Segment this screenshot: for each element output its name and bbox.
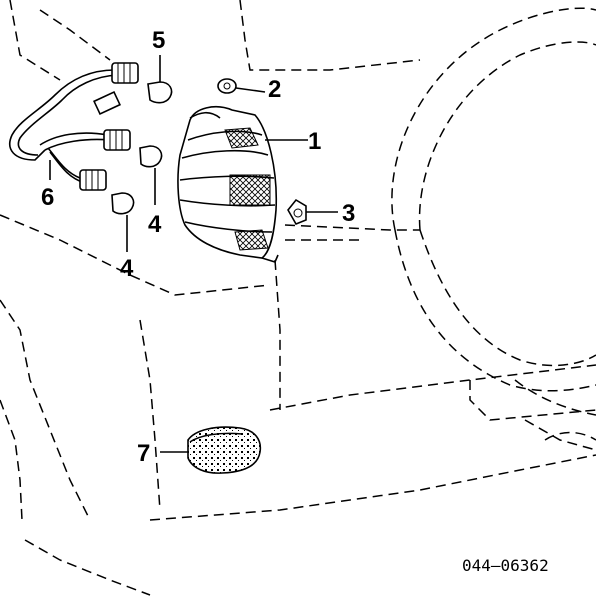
callout-2: 2 xyxy=(268,76,281,103)
bulb-part-4-lower xyxy=(111,192,135,252)
bulb-socket-lower xyxy=(79,169,107,191)
callout-4-upper: 4 xyxy=(148,211,162,238)
bulb-part-4-upper xyxy=(139,145,163,205)
callout-6: 6 xyxy=(41,184,54,211)
callout-3: 3 xyxy=(342,200,355,227)
wire-harness xyxy=(9,62,139,191)
callout-5: 5 xyxy=(152,27,165,54)
bulb-socket-top xyxy=(111,62,139,84)
bulb-part-5 xyxy=(147,55,173,104)
callout-7: 7 xyxy=(137,440,150,467)
bulb-socket-middle xyxy=(103,129,131,151)
callout-1: 1 xyxy=(308,128,321,155)
callout-4-lower: 4 xyxy=(120,255,134,282)
turn-signal-lamp xyxy=(177,106,279,263)
clip-part-2 xyxy=(217,78,266,94)
nut-part-3 xyxy=(287,198,338,226)
figure-code: 044–06362 xyxy=(462,556,549,575)
callout-labels: 1 2 3 4 4 5 6 7 xyxy=(41,27,355,467)
side-marker-lamp xyxy=(160,426,262,474)
